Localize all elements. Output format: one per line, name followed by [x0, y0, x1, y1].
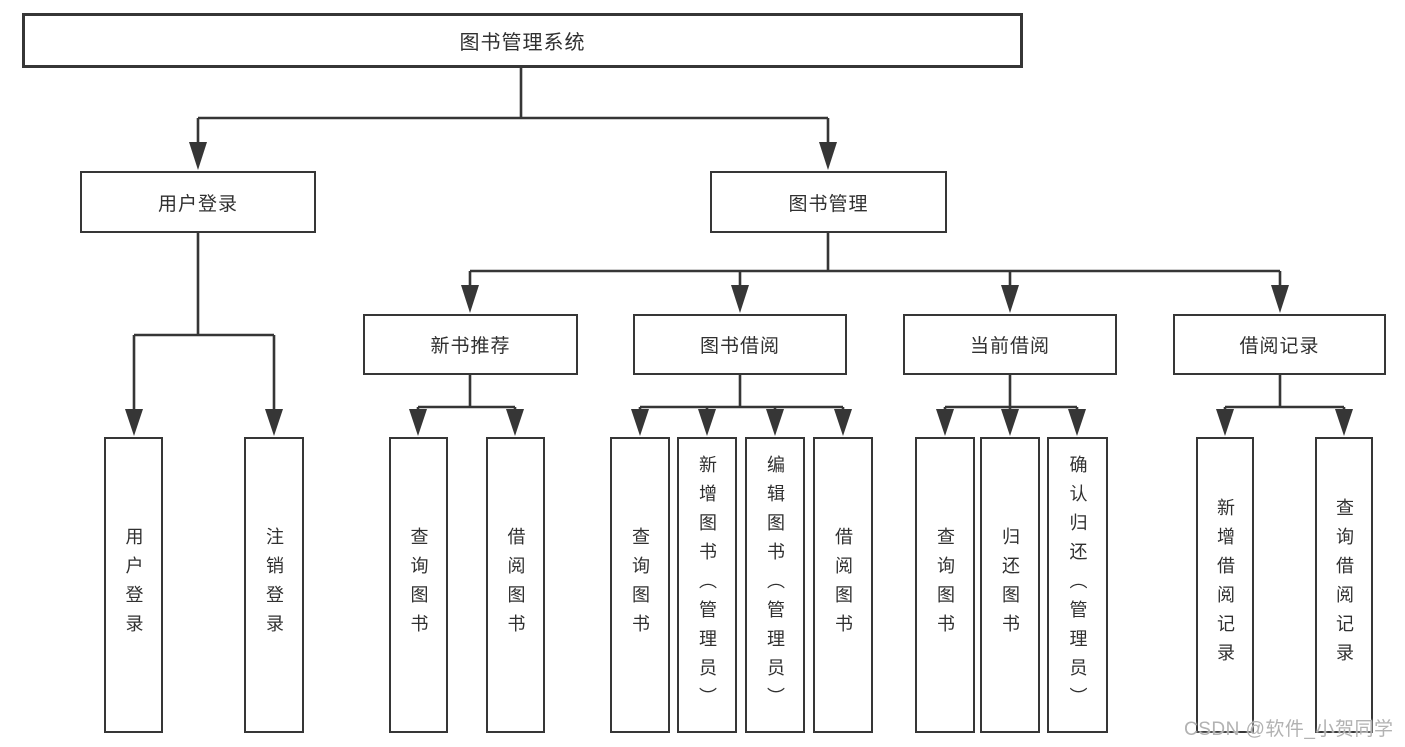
leaf-records-add-label: 新增借阅记录: [1215, 498, 1235, 672]
connector-root-to-level2: [189, 68, 837, 170]
node-book-management: 图书管理: [710, 171, 947, 233]
node-book-management-label: 图书管理: [788, 193, 869, 215]
node-new-book-recommend-label: 新书推荐: [430, 336, 511, 357]
leaf-logout-label: 注销登录: [264, 527, 284, 643]
leaf-records-add: 新增借阅记录: [1196, 437, 1254, 733]
node-borrow-records: 借阅记录: [1173, 314, 1386, 375]
leaf-current-return-label: 归还图书: [1000, 527, 1020, 643]
leaf-records-query-label: 查询借阅记录: [1334, 498, 1354, 672]
leaf-borrow-query-label: 查询图书: [630, 527, 650, 643]
node-user-login: 用户登录: [80, 171, 316, 233]
leaf-borrow-query: 查询图书: [610, 437, 670, 733]
connector-new-book-to-leaves: [409, 375, 524, 436]
node-root: 图书管理系统: [22, 13, 1023, 68]
connector-book-management-to-level3: [461, 233, 1289, 313]
leaf-logout: 注销登录: [244, 437, 304, 733]
node-user-login-label: 用户登录: [157, 193, 238, 215]
node-current-borrow: 当前借阅: [903, 314, 1117, 375]
leaf-records-query: 查询借阅记录: [1315, 437, 1373, 733]
leaf-current-query-label: 查询图书: [935, 527, 955, 643]
connector-user-login-to-leaves: [125, 233, 283, 436]
node-root-label: 图书管理系统: [459, 32, 586, 54]
leaf-borrow-edit-label: 编辑图书（管理员）: [765, 454, 785, 716]
node-borrow-records-label: 借阅记录: [1239, 336, 1320, 357]
leaf-current-return: 归还图书: [980, 437, 1040, 733]
leaf-borrow-add: 新增图书（管理员）: [677, 437, 737, 733]
connector-current-borrow-to-leaves: [936, 375, 1086, 436]
leaf-current-confirm-return-label: 确认归还（管理员）: [1067, 454, 1088, 716]
node-book-borrow: 图书借阅: [633, 314, 847, 375]
leaf-newbook-query: 查询图书: [389, 437, 448, 733]
leaf-current-confirm-return: 确认归还（管理员）: [1047, 437, 1108, 733]
leaf-newbook-query-label: 查询图书: [408, 527, 429, 643]
connector-borrow-records-to-leaves: [1216, 375, 1353, 436]
csdn-watermark: CSDN @软件_小贺同学: [1184, 719, 1394, 740]
leaf-current-query: 查询图书: [915, 437, 975, 733]
node-current-borrow-label: 当前借阅: [969, 336, 1050, 357]
leaf-borrow-borrow: 借阅图书: [813, 437, 873, 733]
leaf-user-login-label: 用户登录: [123, 527, 144, 643]
leaf-borrow-borrow-label: 借阅图书: [833, 527, 853, 643]
connector-book-borrow-to-leaves: [631, 375, 852, 436]
node-book-borrow-label: 图书借阅: [699, 336, 780, 357]
node-new-book-recommend: 新书推荐: [363, 314, 578, 375]
leaf-newbook-borrow: 借阅图书: [486, 437, 545, 733]
leaf-newbook-borrow-label: 借阅图书: [505, 527, 526, 643]
leaf-borrow-edit: 编辑图书（管理员）: [745, 437, 805, 733]
leaf-user-login: 用户登录: [104, 437, 163, 733]
leaf-borrow-add-label: 新增图书（管理员）: [697, 454, 717, 716]
